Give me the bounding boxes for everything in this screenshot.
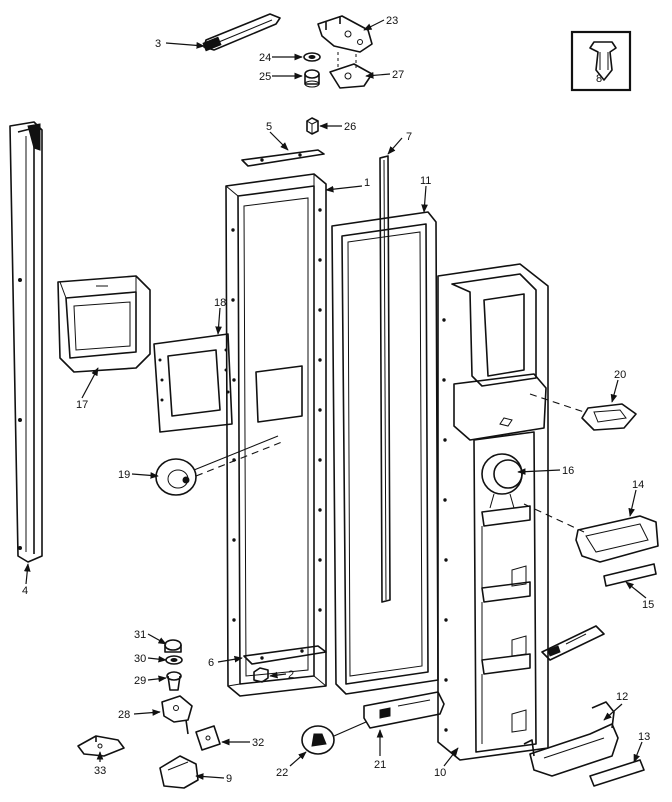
part-10-door-liner [437, 263, 549, 761]
part-23-top-hinge [317, 15, 373, 53]
part-12-bottom-bin [523, 701, 619, 777]
callout-29: 29 [134, 675, 146, 687]
callout-24: 24 [259, 52, 271, 64]
callout-18: 18 [214, 297, 226, 309]
callout-32: 32 [252, 737, 264, 749]
part-13-bin-trim [589, 759, 645, 787]
callout-13: 13 [638, 731, 650, 743]
part-21-lower-bracket [363, 691, 445, 729]
callout-14: 14 [632, 479, 644, 491]
part-5-top-strip [241, 149, 325, 167]
part-30-washer [165, 655, 183, 665]
callout-4: 4 [22, 585, 28, 597]
callout-31: 31 [134, 629, 146, 641]
part-8-inset-box [570, 30, 632, 92]
leader-lines [23, 19, 647, 780]
lower-switch-bar [541, 625, 605, 661]
part-31-cap [164, 639, 182, 653]
part-18-frame-gasket [153, 333, 233, 433]
callout-15: 15 [642, 599, 654, 611]
part-4-door-edge-strip [9, 121, 43, 563]
callout-5: 5 [266, 121, 272, 133]
part-33-hinge-plate [77, 735, 125, 757]
callout-9: 9 [226, 773, 232, 785]
callout-21: 21 [374, 759, 386, 771]
callout-12: 12 [616, 691, 628, 703]
callout-19: 19 [118, 469, 130, 481]
callout-8: 8 [596, 73, 602, 85]
part-16-round-switch [481, 453, 523, 509]
callout-26: 26 [344, 121, 356, 133]
callout-labels: 3 23 24 25 27 8 26 5 7 1 11 18 17 19 20 … [22, 15, 654, 785]
callout-7: 7 [406, 131, 412, 143]
callout-6: 6 [208, 657, 214, 669]
callout-11: 11 [420, 175, 431, 187]
callout-22: 22 [276, 767, 288, 779]
callout-33: 33 [94, 765, 106, 777]
part-14-drip-tray [523, 503, 659, 563]
callout-27: 27 [392, 69, 404, 81]
callout-2: 2 [288, 669, 294, 681]
callout-17: 17 [76, 399, 88, 411]
callout-10: 10 [434, 767, 446, 779]
part-19-actuator [155, 435, 283, 496]
part-27-hinge-plate [329, 52, 373, 89]
part-28-bottom-hinge [161, 695, 193, 735]
part-32-small-bracket [195, 725, 221, 751]
part-26-spacer [306, 117, 319, 135]
part-6-bottom-strip [243, 645, 327, 665]
callout-25: 25 [259, 71, 271, 83]
callout-30: 30 [134, 653, 146, 665]
callout-3: 3 [155, 38, 161, 50]
callout-1: 1 [364, 177, 370, 189]
callout-23: 23 [386, 15, 398, 27]
part-1-door-frame [225, 173, 327, 697]
callout-16: 16 [562, 465, 574, 477]
part-3-hinge-bar [202, 13, 281, 52]
part-9-hinge-cover [159, 755, 199, 789]
part-22-round-cap [301, 721, 367, 755]
part-20-small-tray [529, 393, 637, 431]
part-15-grille-strip [603, 563, 657, 587]
part-24-washer [303, 52, 321, 62]
part-17-dispenser-housing [57, 275, 151, 373]
callout-28: 28 [118, 709, 130, 721]
part-25-bushing [304, 69, 320, 88]
callout-20: 20 [614, 369, 626, 381]
part-29-pin [166, 671, 182, 691]
part-2-nut [253, 667, 269, 683]
part-7-gasket-strip [379, 155, 391, 603]
